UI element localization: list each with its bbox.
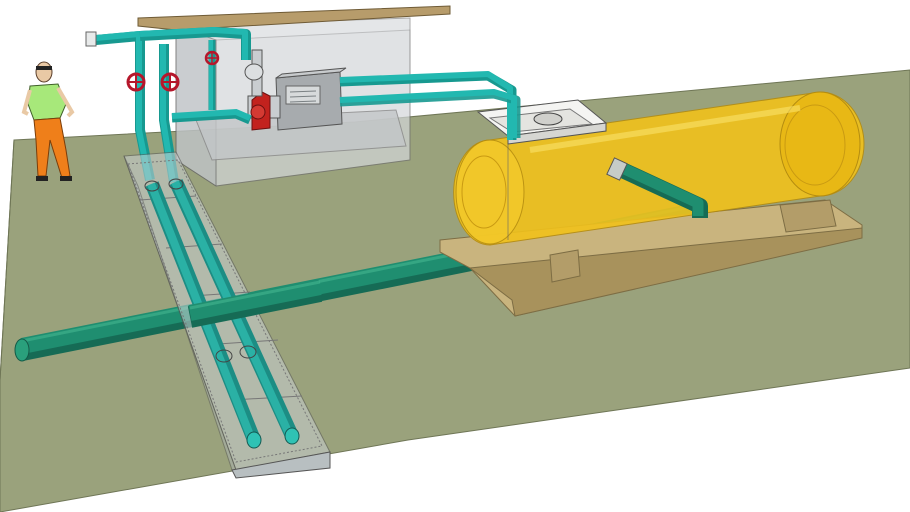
main-supply-pipe-front xyxy=(187,279,323,328)
manhole-icon xyxy=(533,112,563,126)
worker-figure-icon xyxy=(21,61,75,181)
fuel-storage-tank xyxy=(453,91,865,246)
handwheel-valve-icon xyxy=(126,72,146,92)
handwheel-valve-icon xyxy=(160,72,180,92)
tank-pallet xyxy=(439,199,863,317)
handwheel-valve-icon xyxy=(204,50,220,66)
suction-line xyxy=(339,71,521,140)
tank-outlet-pipe xyxy=(606,157,708,218)
control-panel-icon xyxy=(275,67,347,131)
pump-icon xyxy=(244,49,281,131)
